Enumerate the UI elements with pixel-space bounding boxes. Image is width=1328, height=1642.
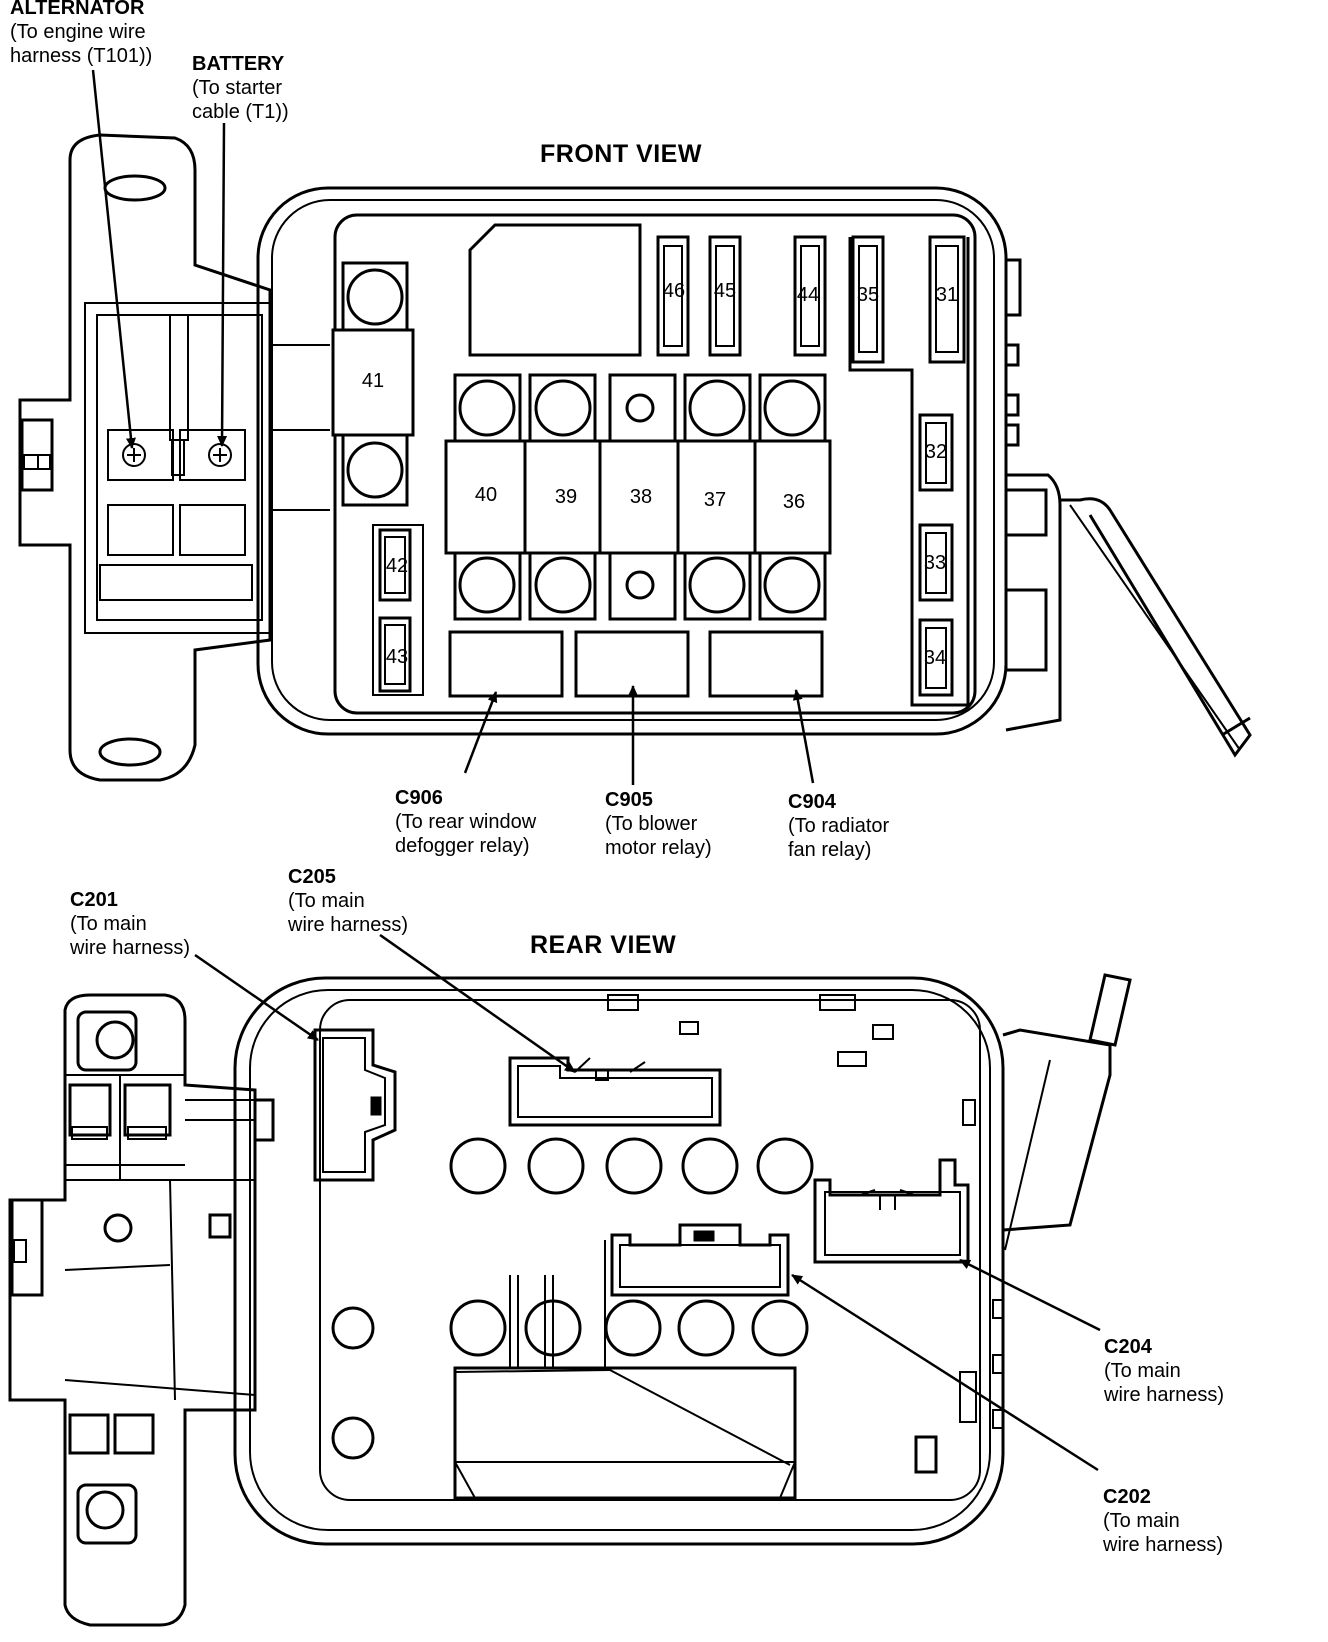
c905-name: C905	[605, 789, 653, 811]
c201-desc-1: (To main	[70, 913, 147, 935]
c205-label: C205 (To main wire harness)	[288, 865, 408, 937]
c906-desc-2: defogger relay)	[395, 835, 530, 857]
alternator-desc-2: harness (T101))	[10, 45, 153, 67]
c904-name: C904	[788, 791, 836, 813]
fuse-41	[331, 261, 415, 507]
c904-desc-1: (To radiator	[788, 815, 890, 837]
c904-desc-2: fan relay)	[788, 839, 872, 861]
rear-leader-lines	[194, 933, 1101, 1472]
fuse-35-label: 35	[857, 284, 879, 306]
fuse-34-label: 34	[924, 647, 946, 669]
fuse-number-labels: 41 40 39 38 37 36 42 43 46 45 44 35 31 3…	[362, 280, 958, 669]
c201-label: C201 (To main wire harness)	[70, 888, 190, 960]
c202-name: C202	[1103, 1486, 1151, 1508]
c906-desc-1: (To rear window	[395, 811, 537, 833]
c906-label: C906 (To rear window defogger relay)	[395, 786, 536, 858]
c201-name: C201	[70, 889, 118, 911]
fuse-band-36-40	[444, 373, 832, 621]
c905-desc-2: motor relay)	[605, 837, 712, 859]
c202-desc-2: wire harness)	[1103, 1534, 1224, 1556]
alternator-label: ALTERNATOR (To engine wire harness (T101…	[10, 0, 152, 68]
alternator-terminal-screw	[122, 443, 146, 467]
fuse-36-label: 36	[783, 491, 805, 513]
c904-label: C904 (To radiator fan relay)	[788, 790, 889, 862]
c202-desc-1: (To main	[1103, 1510, 1180, 1532]
c204-desc-2: wire harness)	[1104, 1384, 1225, 1406]
fuse-33-label: 33	[924, 552, 946, 574]
c905-desc-1: (To blower	[605, 813, 698, 835]
c204-name: C204	[1104, 1336, 1152, 1358]
fuse-39-label: 39	[555, 486, 577, 508]
small-fuses	[372, 235, 966, 697]
front-leader-lines	[91, 69, 815, 785]
c906-name: C906	[395, 787, 443, 809]
fuse-31-label: 31	[936, 284, 958, 306]
rear-view-housing	[8, 973, 1132, 1627]
c202-label: C202 (To main wire harness)	[1103, 1485, 1223, 1557]
alternator-name: ALTERNATOR	[10, 0, 145, 19]
fuse-32-label: 32	[925, 441, 947, 463]
fuse-46-label: 46	[663, 280, 685, 302]
relay-sockets	[448, 630, 824, 698]
fuse-42-label: 42	[386, 555, 408, 577]
fuse-37-label: 37	[704, 489, 726, 511]
battery-name: BATTERY	[192, 53, 285, 75]
rear-view-title: REAR VIEW	[530, 931, 677, 959]
battery-terminal-screw	[208, 443, 232, 467]
fuse-44-label: 44	[797, 284, 819, 306]
front-view-housing	[18, 133, 1252, 782]
c204-desc-1: (To main	[1104, 1360, 1181, 1382]
front-view-title: FRONT VIEW	[540, 140, 702, 168]
c205-name: C205	[288, 866, 336, 888]
fuse-40-label: 40	[475, 484, 497, 506]
c205-desc-2: wire harness)	[288, 914, 409, 936]
fuse-43-label: 43	[386, 646, 408, 668]
battery-label: BATTERY (To starter cable (T1))	[192, 52, 289, 124]
c905-label: C905 (To blower motor relay)	[605, 788, 712, 860]
c205-desc-1: (To main	[288, 890, 365, 912]
c204-label: C204 (To main wire harness)	[1104, 1335, 1224, 1407]
battery-desc-1: (To starter	[192, 77, 283, 99]
battery-desc-2: cable (T1))	[192, 101, 289, 123]
fuse-41-label: 41	[362, 370, 384, 392]
fuse-45-label: 45	[714, 280, 736, 302]
c201-desc-2: wire harness)	[70, 937, 191, 959]
alternator-desc-1: (To engine wire	[10, 21, 146, 43]
fuse-38-label: 38	[630, 486, 652, 508]
